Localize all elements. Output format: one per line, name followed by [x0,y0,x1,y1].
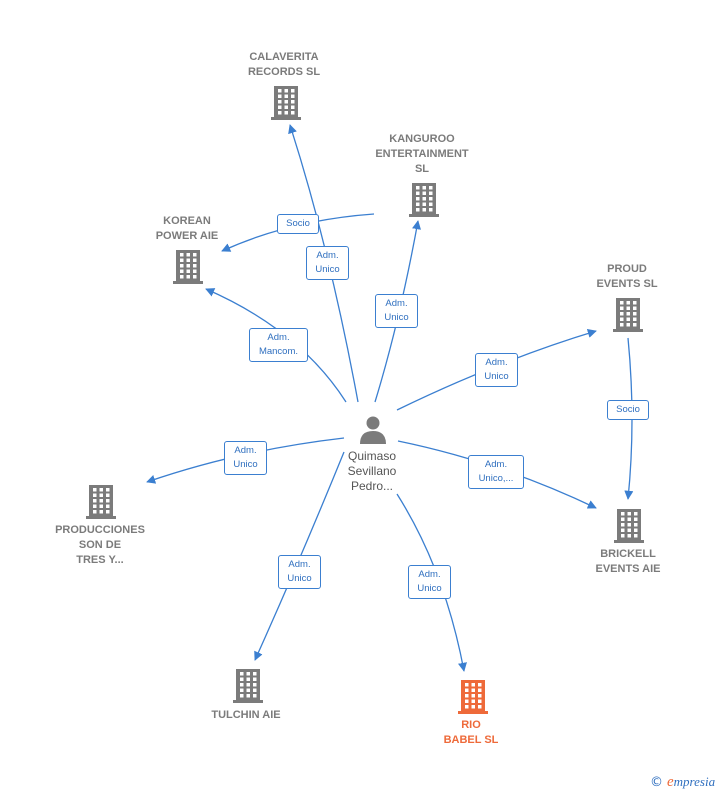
edge-label-calaverita: Adm. Unico [306,246,349,280]
building-icon[interactable] [458,680,488,714]
footer-brand: © empresia [650,774,715,791]
building-icon[interactable] [233,669,263,703]
edge-label-korean: Adm. Mancom. [249,328,308,362]
company-label-tulchin[interactable]: TULCHIN AIE [211,709,281,721]
company-label-calaverita[interactable]: CALAVERITA RECORDS SL [247,51,321,78]
edge-label-proud: Adm. Unico [475,353,518,387]
edge-label-kanguroo-korean: Socio [277,214,319,234]
building-icon[interactable] [271,86,301,120]
building-icon[interactable] [409,183,439,217]
edge-label-riobabel: Adm. Unico [408,565,451,599]
building-icon[interactable] [173,250,203,284]
company-label-korean[interactable]: KOREAN POWER AIE [155,215,219,242]
company-label-kanguroo[interactable]: KANGUROO ENTERTAINMENT SL [375,133,469,175]
edge-label-proud-brickell: Socio [607,400,649,420]
company-label-brickell[interactable]: BRICKELL EVENTS AIE [595,548,661,575]
person-name[interactable]: Quimaso Sevillano Pedro... [347,449,397,493]
company-label-producciones[interactable]: PRODUCCIONES SON DE TRES Y... [55,524,145,566]
edge-label-tulchin: Adm. Unico [278,555,321,589]
building-icon[interactable] [613,298,643,332]
person-icon[interactable] [360,416,386,445]
building-icon[interactable] [614,509,644,543]
edge-label-brickell: Adm. Unico,... [468,455,524,489]
edge-label-kanguroo: Adm. Unico [375,294,418,328]
copyright-icon: © [650,775,663,790]
company-label-proud[interactable]: PROUD EVENTS SL [596,263,658,290]
company-label-riobabel[interactable]: RIO BABEL SL [443,719,499,746]
building-icon[interactable] [86,485,116,519]
brand-name: mpresia [673,774,716,789]
edge-label-producciones: Adm. Unico [224,441,267,475]
brand-initial: e [667,774,674,790]
